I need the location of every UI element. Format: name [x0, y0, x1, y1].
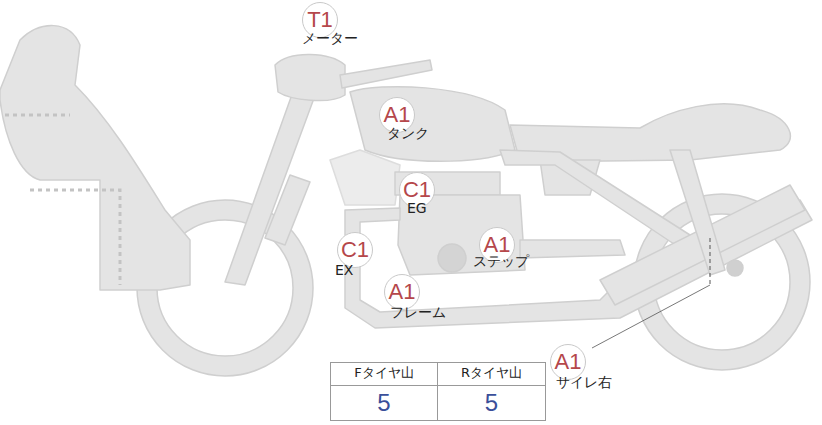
callout-marker: A1ステップ [479, 227, 515, 263]
table-cell: 5 [438, 389, 545, 417]
callout-marker: C1EG [399, 172, 435, 208]
callout-marker: C1EX [337, 232, 373, 268]
table-cell: Fタイヤ山 [331, 364, 437, 382]
part-name: タンク [387, 125, 429, 143]
part-name: メーター [302, 30, 358, 48]
table-cell: Rタイヤ山 [438, 364, 545, 382]
part-name: サイレ右 [556, 374, 612, 392]
table-cell: 5 [331, 389, 437, 417]
callout-marker: A1サイレ右 [550, 344, 586, 380]
part-name: EX [335, 262, 353, 278]
tire-table [331, 363, 546, 421]
callout-marker: A1タンク [379, 97, 415, 133]
part-name: EG [407, 200, 427, 216]
part-name: フレーム [390, 304, 446, 322]
part-name: ステップ [473, 253, 529, 271]
callout-marker: T1メーター [302, 2, 338, 38]
callout-marker: A1フレーム [384, 274, 420, 310]
